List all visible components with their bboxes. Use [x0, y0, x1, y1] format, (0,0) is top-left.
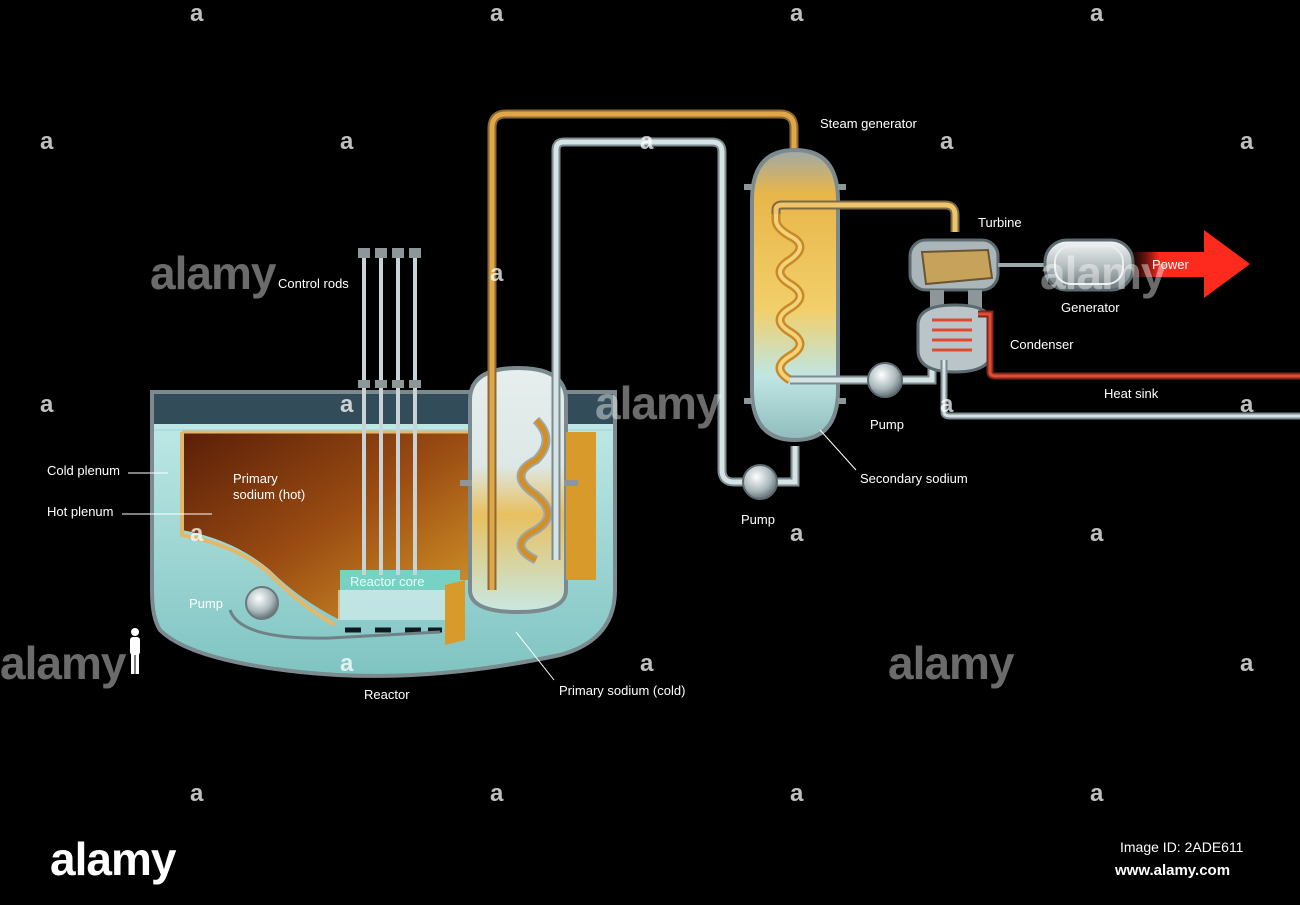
condenser [916, 290, 994, 374]
steam-line [771, 200, 960, 232]
watermark-glyph: a [1090, 0, 1104, 27]
secondary-cold-pipe [551, 137, 800, 560]
secondary-hot-pipe [487, 109, 799, 590]
label-cold-plenum: Cold plenum [47, 463, 120, 478]
watermark-glyph: a [790, 0, 804, 27]
control-rods [358, 248, 421, 575]
generator [1043, 238, 1135, 292]
label-condenser: Condenser [1010, 337, 1074, 352]
watermark-glyph: a [490, 780, 504, 807]
reactor-core [338, 570, 463, 633]
alamy-logo: alamy [50, 833, 176, 885]
watermark-glyph: a [1240, 650, 1254, 677]
watermark-glyph: a [1240, 128, 1254, 155]
label-pump-intermediate: Pump [741, 512, 775, 527]
watermark-glyph: a [490, 260, 504, 287]
watermark-glyph: a [190, 0, 204, 27]
watermark-word: alamy [595, 377, 721, 429]
label-reactor-core: Reactor core [350, 574, 425, 589]
image-id-text: Image ID: 2ADE611 [1120, 839, 1244, 855]
label-turbine: Turbine [978, 215, 1022, 230]
watermark-glyph: a [340, 128, 354, 155]
watermark-glyph: a [190, 520, 204, 547]
label-pump-secondary: Pump [870, 417, 904, 432]
watermark-glyph: a [940, 128, 954, 155]
label-reactor: Reactor [364, 687, 410, 702]
watermark-word: alamy [150, 247, 276, 299]
watermark-glyph: a [40, 391, 54, 418]
watermark-glyph: a [340, 650, 354, 677]
label-power: Power [1152, 257, 1189, 272]
label-control-rods: Control rods [278, 276, 349, 291]
watermark-glyph: a [790, 520, 804, 547]
leader-lines [122, 429, 857, 681]
turbine [908, 238, 1045, 292]
watermark-glyph: a [1240, 391, 1254, 418]
label-heat-sink: Heat sink [1104, 386, 1159, 401]
label-primary-sodium-cold: Primary sodium (cold) [559, 683, 686, 698]
label-steam-generator: Steam generator [820, 116, 917, 131]
watermark-word: alamy [1040, 247, 1166, 299]
label-primary-sodium-hot-line1: Primary [233, 471, 278, 486]
label-primary-sodium-hot-line2: sodium (hot) [233, 487, 306, 502]
label-secondary-sodium: Secondary sodium [860, 471, 968, 486]
heat-sink-lines [940, 310, 1300, 420]
label-hot-plenum: Hot plenum [47, 504, 114, 519]
watermark-glyph: a [940, 391, 954, 418]
watermark-glyph: a [1090, 780, 1104, 807]
watermark-word: alamy [0, 637, 126, 689]
watermark-glyph: a [490, 0, 504, 27]
watermark-glyph: a [340, 391, 354, 418]
watermark-glyph: a [640, 128, 654, 155]
watermark-glyph: a [1090, 520, 1104, 547]
reactor-pump [228, 586, 441, 640]
label-generator: Generator [1061, 300, 1120, 315]
power-arrow [1133, 230, 1250, 298]
site-url-text: www.alamy.com [1115, 862, 1231, 879]
watermark-glyph: a [190, 780, 204, 807]
watermark-glyph: a [640, 650, 654, 677]
intermediate-pump [742, 464, 778, 500]
steam-generator [744, 147, 846, 443]
inner-baffle [445, 580, 465, 645]
secondary-pump [867, 362, 903, 398]
watermark-glyph: a [40, 128, 54, 155]
human-scale-figure [130, 628, 140, 674]
label-pump-reactor: Pump [189, 596, 223, 611]
watermark-glyph: a [790, 780, 804, 807]
watermark-word: alamy [888, 637, 1014, 689]
